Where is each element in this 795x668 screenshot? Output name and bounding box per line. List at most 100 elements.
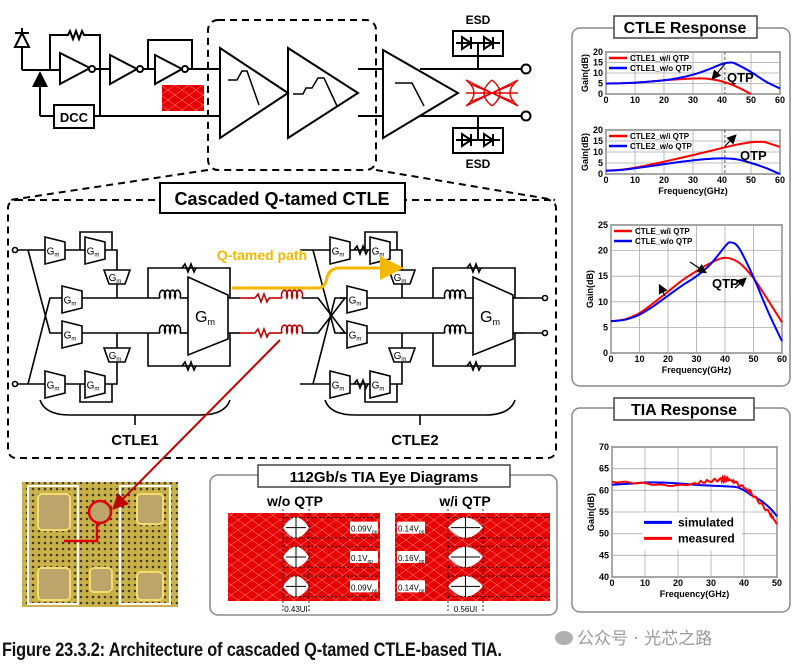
wire <box>105 362 118 385</box>
wechat-icon <box>555 631 573 645</box>
x-tick-label: 10 <box>640 578 650 588</box>
eye-width-label: 0.43UI <box>284 605 308 614</box>
watermark: 公众号 · 光芯之路 <box>555 624 712 649</box>
wire <box>364 384 398 403</box>
die-photo <box>22 482 178 607</box>
eye-label-bg <box>397 521 425 534</box>
y-axis-label: Gain(dB) <box>580 133 590 171</box>
output-eye-thumbnail <box>465 79 519 107</box>
y-tick-label: 20 <box>593 47 603 57</box>
y-tick-label: 55 <box>599 507 609 517</box>
legend-label: CTLE2_w/i QTP <box>630 132 690 141</box>
x-tick-label: 10 <box>630 95 640 105</box>
x-tick-label: 10 <box>630 175 640 185</box>
qtp-annotation: QTP <box>712 276 739 291</box>
inverter-3-icon <box>154 53 185 86</box>
ctle-detail-panel <box>7 182 557 459</box>
x-tick-label: 50 <box>746 95 756 105</box>
x-tick-label: 20 <box>659 175 669 185</box>
x-tick-label: 50 <box>772 578 782 588</box>
input-eye-thumbnail <box>162 85 204 111</box>
x-tick-label: 20 <box>673 578 683 588</box>
eye-diagrams: 0.09Vpp0.1Vpp0.09Vpp0.43UI0.14Vpp0.16Vpp… <box>228 509 550 614</box>
gm-cell-small: Gm <box>369 369 391 400</box>
y-tick-label: 10 <box>593 147 603 157</box>
resistor-icon <box>181 261 197 275</box>
eye-height-label: 0.14Vpp <box>398 525 425 536</box>
gm-cell-small: Gm <box>369 235 391 266</box>
y-tick-label: 5 <box>603 322 608 332</box>
wire <box>105 249 118 270</box>
y-tick-label: 10 <box>598 297 608 307</box>
eye-height-label: 0.09Vpp <box>351 525 378 536</box>
wire <box>79 231 113 250</box>
inductor-icon <box>158 324 182 336</box>
input-terminal <box>11 246 19 254</box>
qtp-arrow <box>689 261 707 274</box>
legend-label: measured <box>678 531 735 545</box>
gm-cell-large: Gm <box>472 275 514 357</box>
gm-cell-small: Gm <box>329 235 351 266</box>
inverter-2-icon <box>109 53 140 86</box>
eye-panel-title: 112Gb/s TIA Eye Diagrams <box>290 469 479 486</box>
x-tick-label: 20 <box>663 354 673 364</box>
resistor-icon <box>353 243 369 257</box>
figure-caption: Figure 23.3.2: Architecture of cascaded … <box>2 640 502 661</box>
resistor-icon <box>181 359 197 373</box>
tia-top-schematic <box>9 19 556 201</box>
ctle1-label: CTLE1 <box>111 432 159 449</box>
die-pointer-arrow <box>112 339 281 510</box>
resistor-icon <box>353 377 369 391</box>
inductor-icon <box>443 289 467 301</box>
y-tick-label: 15 <box>598 271 608 281</box>
x-tick-label: 60 <box>775 95 785 105</box>
legend-box <box>642 512 742 551</box>
gm-cell-small: Gm <box>61 284 83 315</box>
y-tick-label: 50 <box>599 529 609 539</box>
qtp-arrow <box>658 283 668 297</box>
input-terminal <box>11 380 19 388</box>
y-tick-label: 0 <box>603 348 608 358</box>
gm-cell-small: Gm <box>346 284 368 315</box>
q-tamed-path-label: Q-tamed path <box>217 247 307 263</box>
resistor-icon <box>466 261 482 275</box>
gm-cell-small: Gm <box>329 369 351 400</box>
eye-height-label: 0.09Vpp <box>351 583 378 594</box>
eye-label-bg <box>350 551 378 563</box>
gm-cell-small: Gm <box>346 319 368 350</box>
esd-top-label: ESD <box>466 13 491 27</box>
x-tick-label: 50 <box>746 175 756 185</box>
watermark-text: 公众号 · 光芯之路 <box>577 629 713 649</box>
y-tick-label: 20 <box>598 246 608 256</box>
dcc-label: DCC <box>60 110 89 125</box>
y-tick-label: 45 <box>599 550 609 560</box>
qtp-arrow <box>734 277 747 289</box>
gm-cell-small: Gm <box>102 269 132 285</box>
y-tick-label: 5 <box>598 158 603 168</box>
eye-left-title: w/o QTP <box>266 493 323 509</box>
eye-label-bg <box>350 580 378 593</box>
esd-bottom-block <box>452 116 504 154</box>
x-tick-label: 20 <box>659 95 669 105</box>
series-line-ctle2-w-o-qtp <box>605 157 781 175</box>
y-axis-label: Gain(dB) <box>580 54 590 92</box>
y-tick-label: 15 <box>593 58 603 68</box>
series-line-measured <box>611 473 778 525</box>
esd-top-block <box>452 30 504 69</box>
output-terminal <box>541 329 549 337</box>
y-tick-label: 0 <box>598 169 603 179</box>
wire <box>390 362 403 385</box>
ctle2-label: CTLE2 <box>391 432 439 449</box>
y-tick-label: 10 <box>593 68 603 78</box>
y-tick-label: 60 <box>599 485 609 495</box>
gm-cell-small: Gm <box>44 235 66 266</box>
x-axis-label: Frequency(GHz) <box>660 589 730 599</box>
eye-height-label: 0.16Vpp <box>398 554 425 565</box>
y-tick-label: 15 <box>593 136 603 146</box>
